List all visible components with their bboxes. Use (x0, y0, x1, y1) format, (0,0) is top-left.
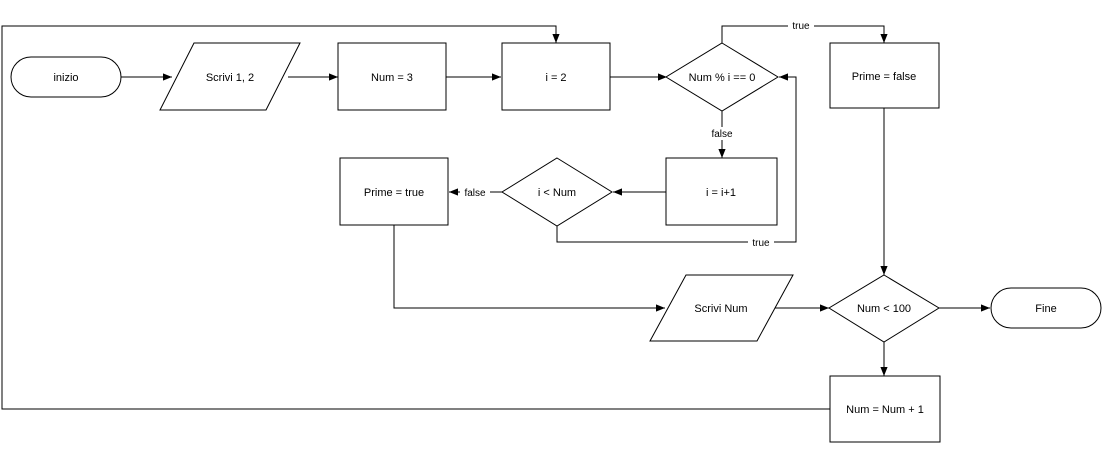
node-scrivi-num: Scrivi Num (649, 274, 794, 342)
node-label: Num < 100 (857, 303, 911, 315)
edge-label-false: false (711, 129, 733, 140)
edge-label-true: true (752, 238, 770, 249)
node-cond-num-mod-i: Num % i == 0 (665, 42, 779, 112)
node-label: i = 2 (545, 72, 566, 84)
node-label: Num = Num + 1 (846, 404, 924, 416)
node-num-increment: Num = Num + 1 (829, 375, 941, 443)
node-prime-false: Prime = false (829, 42, 940, 109)
node-label: Scrivi Num (694, 303, 747, 315)
node-label: i = i+1 (706, 187, 736, 199)
node-fine: Fine (990, 287, 1102, 329)
edge-condlt-true (556, 73, 797, 243)
edge-label-true: true (792, 21, 810, 32)
edge-primetrue-scrivinum (393, 225, 665, 312)
node-label: i < Num (538, 187, 576, 199)
node-i-2: i = 2 (501, 42, 611, 111)
node-label: Fine (1035, 303, 1056, 315)
node-label: Prime = false (852, 71, 917, 83)
node-label: Num = 3 (371, 72, 413, 84)
node-label: Prime = true (364, 187, 424, 199)
node-prime-true: Prime = true (339, 157, 449, 226)
node-inizio: inizio (10, 56, 122, 98)
node-cond-num-lt-100: Num < 100 (828, 274, 940, 343)
node-label: inizio (53, 72, 78, 84)
node-cond-i-lt-num: i < Num (501, 157, 613, 227)
node-num-3: Num = 3 (337, 42, 447, 111)
edge-label-false: false (464, 188, 486, 199)
node-label: Num % i == 0 (689, 72, 756, 84)
edge-labels: true false false true (460, 19, 814, 249)
node-label: Scrivi 1, 2 (206, 72, 254, 84)
edge-numinc-loop (1, 25, 830, 410)
node-scrivi-1-2: Scrivi 1, 2 (159, 42, 301, 111)
node-i-increment: i = i+1 (665, 157, 778, 226)
